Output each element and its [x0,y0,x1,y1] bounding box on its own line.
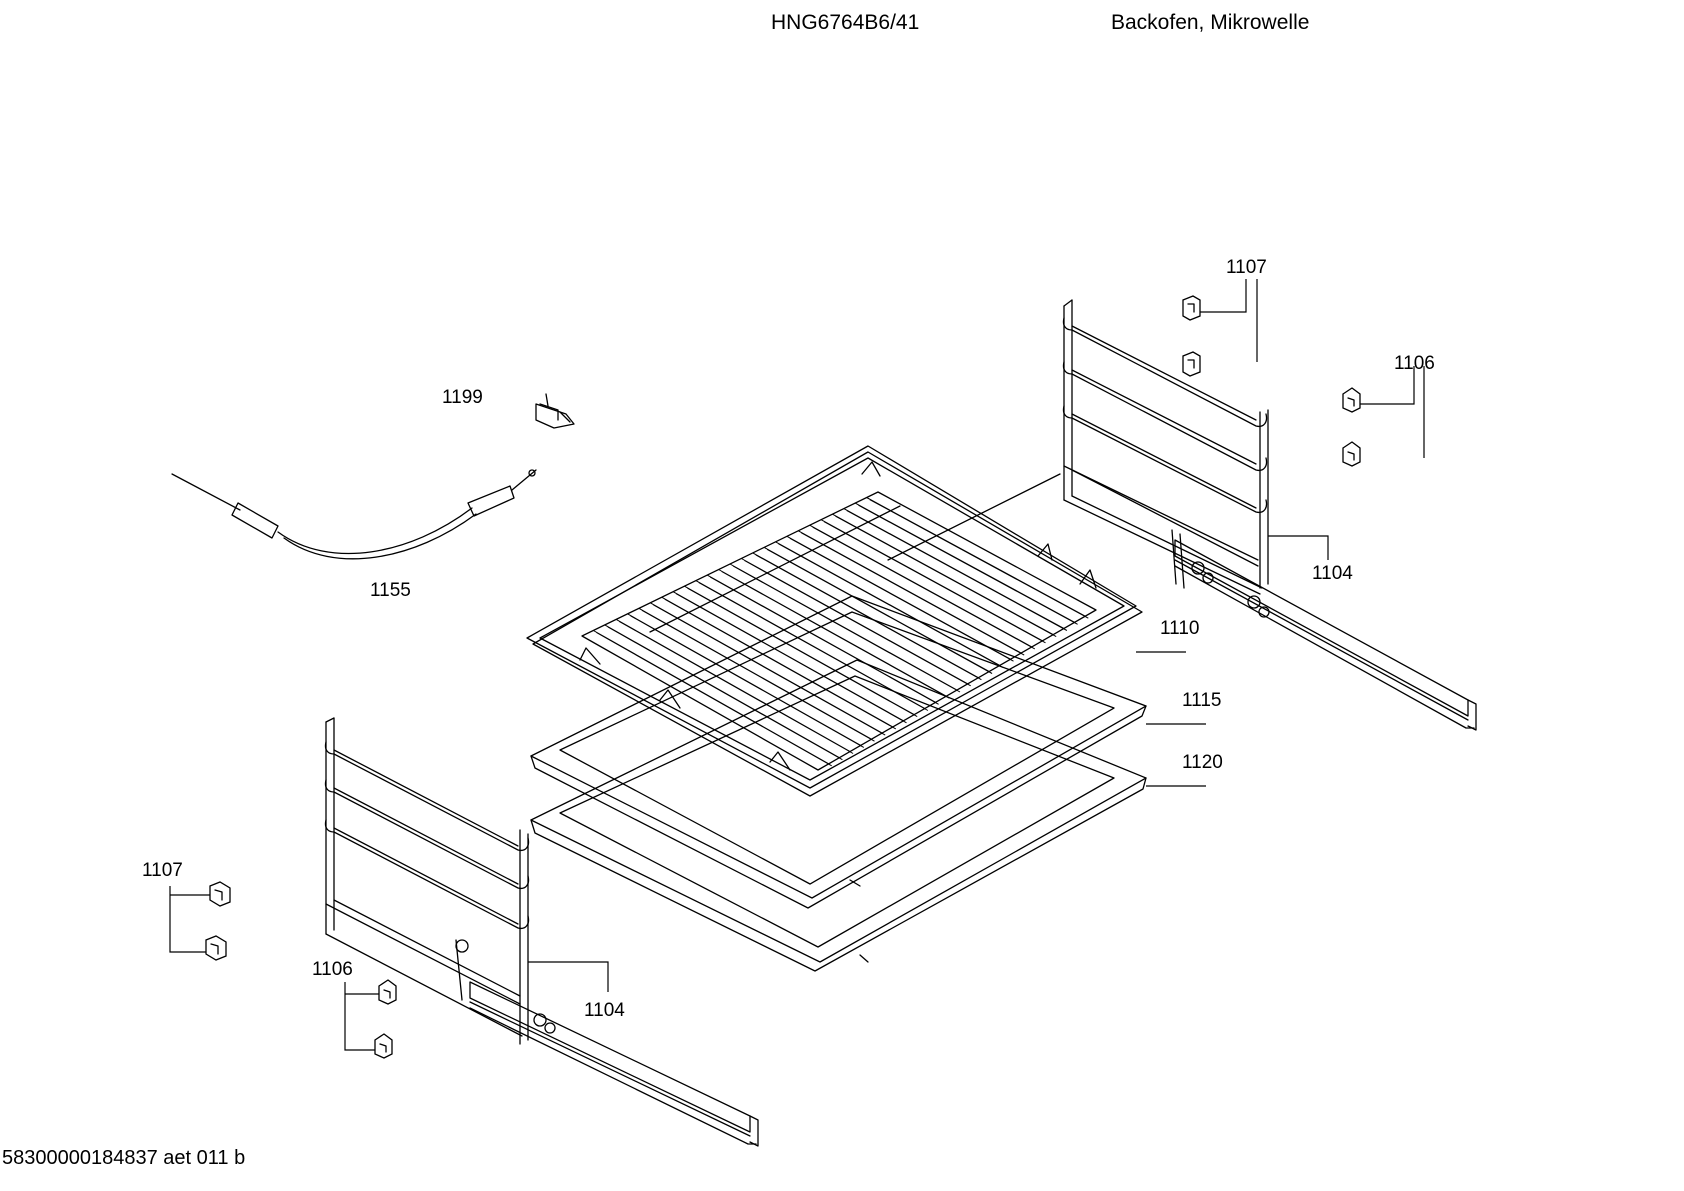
part-label-1104-left: 1104 [584,1000,625,1021]
part-label-1104-right: 1104 [1312,563,1353,584]
oven-rack-side-1104-left[interactable] [324,717,759,1147]
part-label-1107-right: 1107 [1226,257,1267,278]
part-label-1107-left: 1107 [142,860,183,881]
wire-rack-1110[interactable] [526,445,1143,797]
rail-clip-1107-right-a[interactable] [1182,295,1201,321]
document-id: 58300000184837 aet 011 b [2,1147,246,1169]
part-label-1120: 1120 [1182,752,1223,773]
part-label-1199: 1199 [442,387,483,408]
part-label-1115: 1115 [1182,690,1221,711]
rail-clip-1106-right-b[interactable] [1342,441,1361,467]
rail-clip-1107-left-b[interactable] [205,935,227,961]
rail-clip-1106-left-b[interactable] [374,1033,393,1059]
rail-clip-1107-right-b[interactable] [1182,351,1201,377]
rail-clip-1106-left-a[interactable] [378,979,397,1005]
oven-rack-side-1104-right[interactable] [1062,299,1477,731]
appliance-description: Backofen, Mikrowelle [1111,11,1310,34]
baking-tray-1120[interactable] [530,659,1147,972]
clip-1199[interactable] [535,393,575,429]
baking-tray-1115[interactable] [530,595,1147,909]
probe-cable-1155[interactable] [171,469,537,560]
model-number: HNG6764B6/41 [771,11,920,34]
leader-lines [169,279,1425,1051]
part-label-1106-left: 1106 [312,959,353,980]
part-label-1155: 1155 [370,580,411,601]
part-label-1106-right: 1106 [1394,353,1435,374]
part-label-1110: 1110 [1160,618,1199,639]
rail-clip-1107-left-a[interactable] [209,881,231,907]
rail-clip-1106-right-a[interactable] [1342,387,1361,413]
